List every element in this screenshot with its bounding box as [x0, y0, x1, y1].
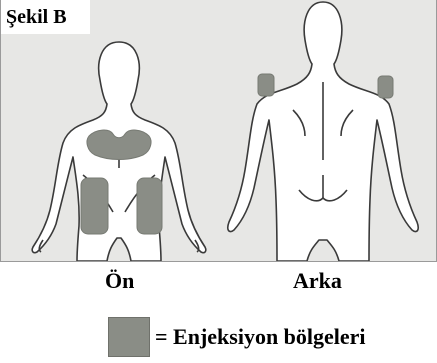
- back-body: [228, 2, 418, 261]
- back-view-label: Arka: [293, 268, 342, 294]
- body-diagram: [1, 0, 436, 261]
- left-arm-injection-site: [258, 74, 274, 96]
- legend: = Enjeksiyon bölgeleri: [108, 317, 366, 357]
- figure-title: Şekil B: [1, 0, 90, 34]
- right-arm-injection-site: [378, 76, 393, 98]
- front-view-label: Ön: [105, 268, 134, 294]
- left-thigh-injection-site: [81, 178, 108, 234]
- figure-panel: Şekil B: [0, 0, 437, 262]
- legend-text: = Enjeksiyon bölgeleri: [155, 324, 366, 350]
- right-thigh-injection-site: [137, 178, 162, 234]
- legend-swatch: [108, 317, 150, 357]
